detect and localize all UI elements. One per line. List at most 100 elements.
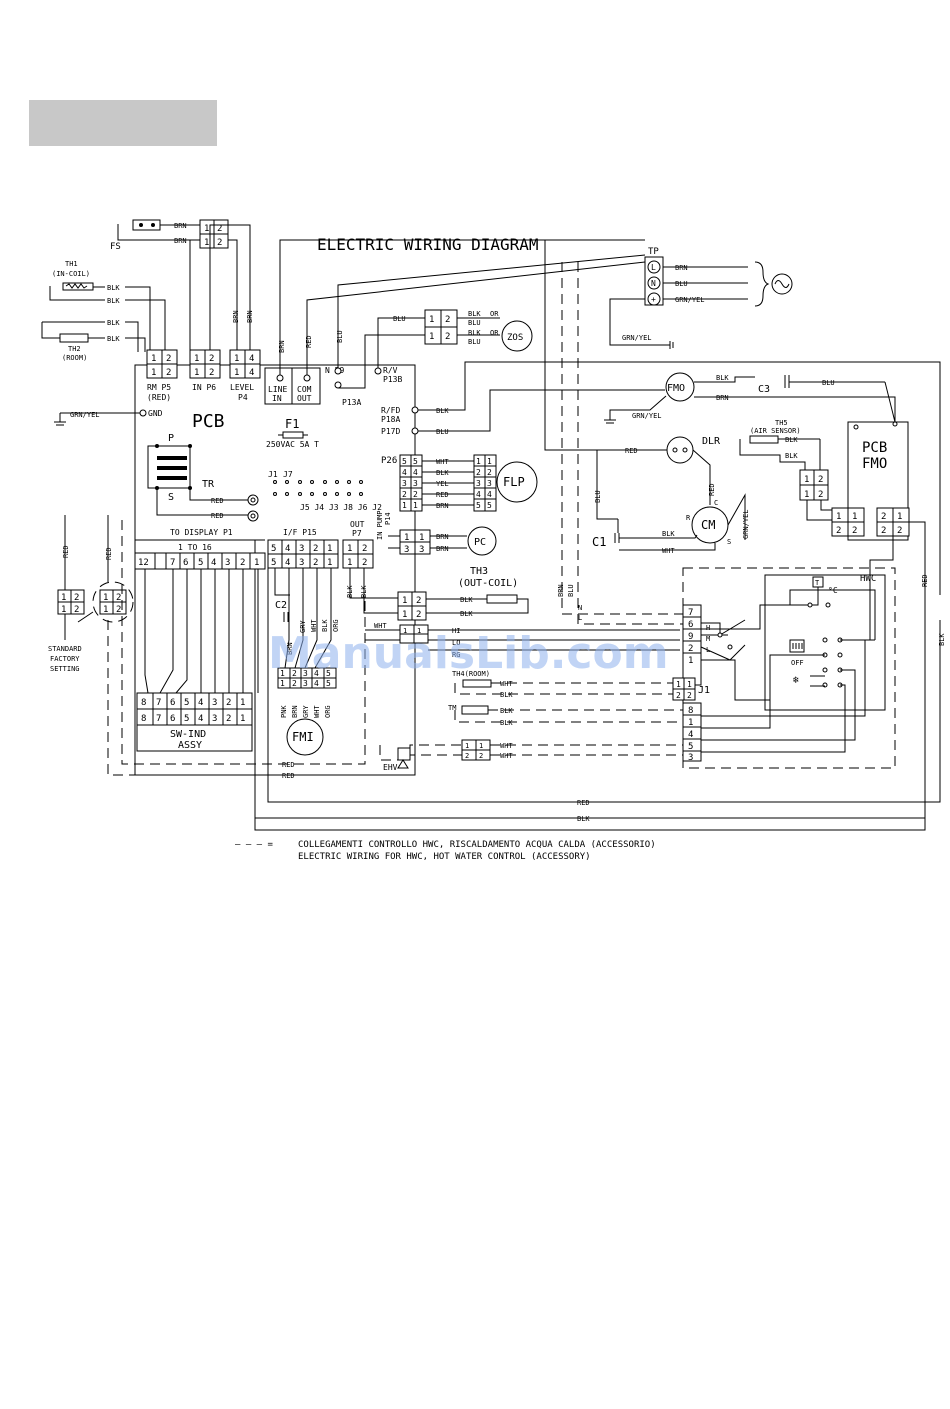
svg-text:1: 1	[347, 544, 352, 554]
svg-text:6: 6	[183, 558, 188, 568]
fs-switch	[132, 219, 161, 231]
svg-text:2: 2	[881, 526, 886, 536]
svg-text:2: 2	[881, 512, 886, 522]
jumper-labels: J5 J4 J3 J8 J6 J2	[300, 503, 382, 512]
svg-text:2: 2	[402, 490, 407, 499]
svg-text:1: 1	[476, 457, 481, 466]
pcb-label: PCB	[192, 411, 225, 432]
hwc-cool-icon: ❄	[793, 675, 800, 686]
th3-wire-1: BLK	[460, 596, 473, 604]
svg-text:1: 1	[687, 680, 692, 689]
th2-sub: (ROOM)	[62, 354, 87, 362]
hwc-terminal-bottom	[682, 702, 702, 762]
svg-text:5: 5	[402, 457, 407, 466]
cm-label: CM	[701, 518, 715, 532]
c3-label: C3	[758, 384, 770, 395]
svg-text:1: 1	[804, 475, 809, 485]
th4-wire-2: BLK	[500, 691, 513, 699]
svg-text:1: 1	[897, 512, 902, 522]
svg-text:1: 1	[61, 605, 66, 615]
fmi-wire-org2: ORG	[324, 705, 332, 718]
svg-text:2: 2	[217, 224, 222, 234]
svg-text:4: 4	[314, 669, 319, 678]
legend-line-2: ELECTRIC WIRING FOR HWC, HOT WATER CONTR…	[298, 852, 591, 862]
svg-text:1: 1	[327, 544, 332, 554]
rm-p5-sub: (RED)	[147, 393, 171, 402]
ehv-valve	[397, 747, 411, 761]
svg-text:1: 1	[402, 501, 407, 510]
fmi-wire-gry2: GRY	[302, 705, 310, 718]
svg-text:5: 5	[326, 679, 331, 688]
th1-wire-1: BLK	[107, 284, 120, 292]
svg-text:2: 2	[676, 691, 681, 700]
pc-wire-2: BRN	[436, 545, 449, 553]
line-in-label-2: IN	[272, 394, 282, 403]
c1-wire: BLU	[594, 490, 602, 503]
tp-wire-l: BRN	[675, 264, 688, 272]
svg-text:N: N	[651, 279, 656, 288]
th5-sensor	[749, 435, 779, 444]
svg-text:1: 1	[240, 698, 245, 708]
svg-text:4: 4	[198, 714, 203, 724]
fmi-wire-org: ORG	[332, 619, 340, 632]
hwc-hi: HI	[452, 627, 460, 635]
svg-text:1: 1	[429, 332, 434, 342]
gnd-label: GND	[148, 409, 163, 418]
legend-symbol: — — — =	[235, 840, 274, 850]
hwc-h: H	[706, 624, 710, 632]
svg-text:5: 5	[688, 742, 693, 752]
ehv-label: EHV	[383, 763, 398, 772]
th3-wire-a: BLK	[346, 585, 354, 598]
zos-wire-1: BLK	[468, 310, 481, 318]
svg-text:6: 6	[688, 620, 693, 630]
svg-text:3: 3	[212, 698, 217, 708]
std-wire-red-2: RED	[105, 547, 113, 560]
svg-text:2: 2	[313, 544, 318, 554]
cm-c-label: C	[714, 499, 718, 507]
svg-text:4: 4	[285, 544, 290, 554]
tr-wire-1: RED	[211, 497, 224, 505]
flp-label: FLP	[503, 475, 525, 489]
dlr-label: DLR	[702, 436, 721, 447]
svg-text:6: 6	[170, 698, 175, 708]
svg-text:1: 1	[194, 368, 199, 378]
sw-ind-label-2: ASSY	[178, 740, 202, 751]
fmi-wire-wht2: WHT	[313, 705, 321, 718]
p26-label: P26	[381, 456, 397, 466]
hwc-n: N	[578, 604, 582, 612]
svg-text:4: 4	[476, 490, 481, 499]
svg-text:1: 1	[688, 718, 693, 728]
fmo-wire-2: BRN	[716, 394, 729, 402]
hwc-label: HWC	[860, 574, 876, 584]
svg-text:9: 9	[688, 632, 693, 642]
svg-text:5: 5	[198, 558, 203, 568]
p17d-wire: BLU	[436, 428, 449, 436]
svg-text:1: 1	[852, 512, 857, 522]
std-label-1: STANDARD	[48, 645, 82, 653]
zos-wire-5: OR	[490, 329, 499, 337]
svg-text:5: 5	[413, 457, 418, 466]
std-label-2: FACTORY	[50, 655, 80, 663]
svg-text:2: 2	[166, 354, 171, 364]
svg-text:1: 1	[688, 656, 693, 666]
rv-label: R/V	[383, 366, 398, 375]
svg-text:2: 2	[292, 669, 297, 678]
svg-text:4: 4	[198, 698, 203, 708]
th1-label: TH1	[65, 260, 78, 268]
legend-line-1: COLLEGAMENTI CONTROLLO HWC, RISCALDAMENT…	[298, 840, 656, 850]
svg-text:3: 3	[404, 545, 409, 555]
svg-text:4: 4	[402, 468, 407, 477]
svg-text:4: 4	[249, 368, 254, 378]
tm-label: TM	[448, 704, 456, 712]
svg-text:1: 1	[327, 558, 332, 568]
svg-text:2: 2	[226, 714, 231, 724]
svg-text:1: 1	[429, 315, 434, 325]
svg-text:4: 4	[211, 558, 216, 568]
zos-motor	[501, 320, 533, 352]
dlr-device	[666, 436, 694, 464]
svg-text:3: 3	[299, 544, 304, 554]
svg-text:1: 1	[280, 679, 285, 688]
svg-text:1: 1	[404, 533, 409, 543]
svg-text:2: 2	[74, 593, 79, 603]
